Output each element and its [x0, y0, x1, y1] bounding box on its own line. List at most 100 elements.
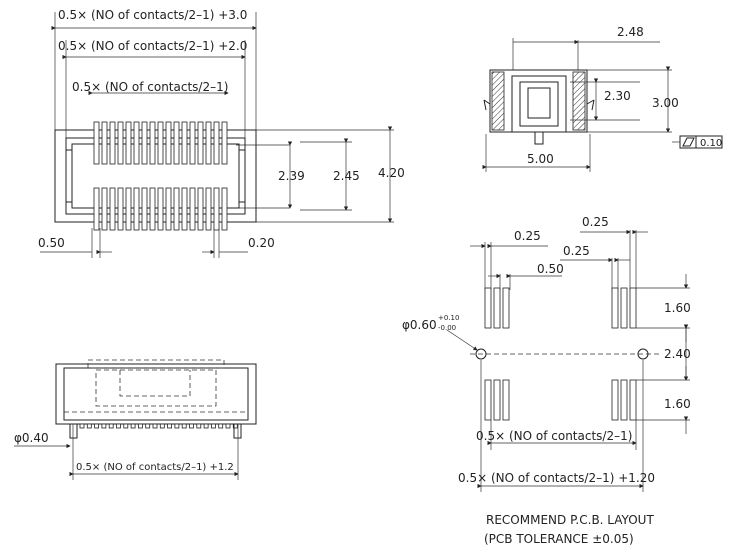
contact-pin-upper	[157, 121, 164, 165]
contact-pin-lower	[165, 187, 172, 231]
contact-pin-lower	[149, 187, 156, 231]
contact-pin-upper	[141, 121, 148, 165]
top-view-lower-pins	[93, 187, 228, 231]
contact-pin-upper	[149, 121, 156, 165]
dim-base-width: 5.00	[527, 152, 554, 166]
dim-inner-height: 2.30	[604, 89, 631, 103]
dim-pcb-pitch: 0.50	[537, 262, 564, 276]
flatness-callout: 0.10	[672, 135, 723, 149]
front-contact-foot	[225, 423, 231, 429]
front-contact-foot	[174, 423, 180, 429]
dim-pitch: 0.50	[38, 236, 65, 250]
pcb-pad-upper	[493, 287, 501, 329]
front-contact-foot	[218, 423, 224, 429]
dim-front-length: 0.5× (NO of contacts/2–1) +1.2	[76, 462, 234, 473]
dim-body-length: 0.5× (NO of contacts/2–1) +2.0	[58, 39, 247, 53]
contact-pin-lower	[197, 187, 204, 231]
dim-width-top: 2.48	[617, 25, 644, 39]
dim-height-mid: 2.45	[333, 169, 360, 183]
contact-pin-upper	[181, 121, 188, 165]
pcb-pad-lower	[502, 379, 510, 421]
contact-pin-lower	[189, 187, 196, 231]
front-contact-foot	[116, 423, 121, 429]
contact-pin-lower	[125, 187, 132, 231]
pcb-pad-lower	[620, 379, 628, 421]
dim-pcb-pad-width: 0.25	[514, 229, 541, 243]
front-contact-foot	[189, 423, 194, 429]
top-view-dimensions: 0.5× (NO of contacts/2–1) +3.0 0.5× (NO …	[38, 8, 405, 258]
front-contact-foot	[94, 423, 99, 429]
pcb-pad-lower	[629, 379, 637, 421]
front-contact-foot	[152, 423, 158, 429]
dim-pcb-pad-len-bottom: 1.60	[664, 397, 691, 411]
pcb-pad-upper	[620, 287, 628, 329]
contact-pin-upper	[205, 121, 212, 165]
front-contact-foot	[145, 423, 151, 429]
front-contact-foot	[101, 423, 107, 429]
pcb-locating-hole-left	[475, 348, 487, 360]
dim-overall-length: 0.5× (NO of contacts/2–1) +3.0	[58, 8, 247, 22]
top-view: 0.5× (NO of contacts/2–1) +3.0 0.5× (NO …	[38, 8, 405, 258]
pcb-pad-lower	[484, 379, 492, 421]
pcb-pad-lower	[611, 379, 619, 421]
contact-pin-lower	[101, 187, 108, 231]
contact-pin-upper	[117, 121, 124, 165]
pcb-pad-upper	[611, 287, 619, 329]
dim-pcb-hole-tol-plus: +0.10	[438, 314, 459, 322]
contact-pin-upper	[101, 121, 108, 165]
front-contact-foot	[137, 423, 143, 429]
contact-pin-upper	[133, 121, 140, 165]
pcb-layout-title: RECOMMEND P.C.B. LAYOUT	[486, 513, 654, 527]
contact-pin-upper	[221, 121, 228, 165]
dim-pin-span: 0.5× (NO of contacts/2–1)	[72, 80, 228, 94]
side-view: 2.48 2.30 3.00 5.00 0.10	[482, 25, 723, 172]
contact-pin-lower	[141, 187, 148, 231]
pcb-pad-upper	[502, 287, 510, 329]
dim-height-total: 4.20	[378, 166, 405, 180]
pcb-pad-lower	[493, 379, 501, 421]
front-view-pins	[79, 423, 238, 429]
contact-pin-upper	[93, 121, 100, 165]
dim-pcb-hole-tol-minus: -0.00	[438, 324, 456, 332]
side-view-body	[483, 69, 595, 145]
contact-pin-upper	[213, 121, 220, 165]
pcb-layout: 0.25 0.25 0.25 0.50 φ0.60 +0.10 -0.00 1.…	[402, 215, 691, 546]
top-view-upper-pins	[93, 121, 228, 165]
front-contact-foot	[167, 423, 173, 429]
front-contact-foot	[130, 423, 136, 429]
contact-pin-upper	[197, 121, 204, 165]
front-view: 0.5× (NO of contacts/2–1) +1.2 φ0.40	[14, 359, 257, 480]
contact-pin-lower	[221, 187, 228, 231]
contact-pin-upper	[189, 121, 196, 165]
contact-pin-upper	[165, 121, 172, 165]
contact-pin-lower	[133, 187, 140, 231]
contact-pin-lower	[109, 187, 116, 231]
top-view-body	[54, 129, 257, 223]
dim-pcb-total-span: 0.5× (NO of contacts/2–1) +1.20	[458, 471, 655, 485]
contact-pin-lower	[117, 187, 124, 231]
pcb-pad-array	[484, 287, 637, 421]
front-contact-foot	[181, 423, 187, 429]
dim-pcb-hole: φ0.60	[402, 318, 437, 332]
contact-pin-lower	[173, 187, 180, 231]
dim-pcb-pad-width-right: 0.25	[582, 215, 609, 229]
pcb-layout-tolerance: (PCB TOLERANCE ±0.05)	[484, 532, 634, 546]
dim-pcb-pad-gap: 2.40	[664, 347, 691, 361]
dim-pcb-pad-len-top: 1.60	[664, 301, 691, 315]
contact-pin-upper	[173, 121, 180, 165]
flatness-value: 0.10	[700, 138, 722, 149]
contact-pin-lower	[157, 187, 164, 231]
front-contact-foot	[123, 423, 129, 429]
front-contact-foot	[210, 423, 216, 429]
dim-total-height: 3.00	[652, 96, 679, 110]
dim-pcb-pads-span: 0.5× (NO of contacts/2–1)	[476, 429, 632, 443]
contact-pin-lower	[93, 187, 100, 231]
front-contact-foot	[196, 423, 202, 429]
dim-pin-width: 0.20	[248, 236, 275, 250]
front-contact-foot	[108, 423, 114, 429]
front-contact-foot	[159, 423, 165, 429]
contact-pin-lower	[205, 187, 212, 231]
dim-height-inner: 2.39	[278, 169, 305, 183]
pcb-locating-hole-right	[637, 348, 649, 360]
front-contact-foot	[86, 423, 92, 429]
